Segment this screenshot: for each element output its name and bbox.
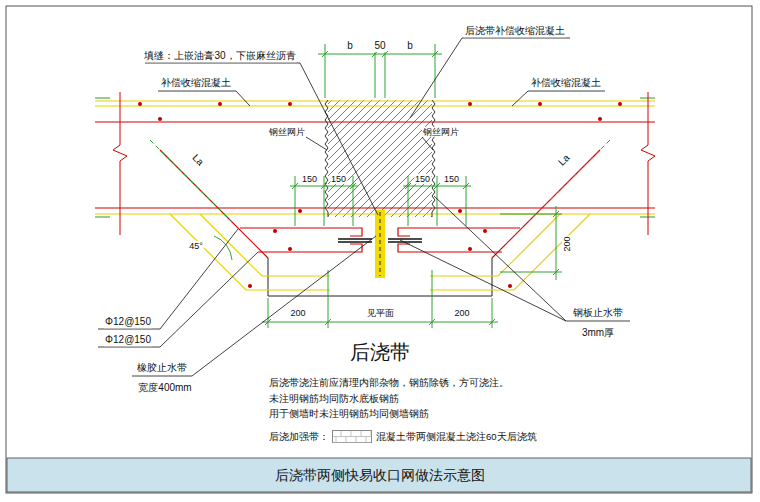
legend-text: 混凝土带两侧混凝土浇注60天后浇筑 bbox=[376, 431, 537, 442]
callout-label: 钢板止水带 bbox=[572, 307, 624, 319]
note-text: 后浇带浇注前应清理内部杂物，钢筋除锈，方可浇注。 bbox=[268, 378, 510, 389]
rebar-label: Φ12@150 bbox=[104, 316, 152, 328]
leader-lines bbox=[98, 38, 630, 376]
dimension-text: 200 bbox=[453, 308, 470, 318]
angle-text: 45° bbox=[188, 241, 204, 251]
dimension-text: 50 bbox=[373, 40, 386, 52]
callout-label: 补偿收缩混凝土 bbox=[530, 77, 602, 89]
dimension-text: b bbox=[346, 40, 354, 52]
slab-lines bbox=[95, 92, 655, 296]
dimension-text: 150 bbox=[330, 174, 347, 184]
rubber-waterstop bbox=[375, 210, 385, 278]
callout-label: 后浇带补偿收缩混凝土 bbox=[464, 25, 566, 37]
steel-plate-waterstop bbox=[338, 239, 422, 242]
note-text: 用于侧墙时未注明钢筋均同侧墙钢筋 bbox=[268, 409, 430, 420]
frame bbox=[6, 6, 752, 493]
dimension-text: 150 bbox=[443, 174, 460, 184]
figure-caption: 后浇带两侧快易收口网做法示意图 bbox=[275, 467, 485, 483]
dimension-text: b bbox=[406, 40, 414, 52]
drawing-title: 后浇带 bbox=[350, 341, 410, 364]
strip-hatch bbox=[328, 100, 432, 217]
dimension-text: 150 bbox=[301, 174, 318, 184]
callout-label: 橡胶止水带 bbox=[136, 362, 188, 374]
callout-label: 钢丝网片 bbox=[268, 127, 306, 137]
dimension-text: 200 bbox=[562, 235, 572, 252]
rebar-dots bbox=[138, 102, 622, 288]
joint-line bbox=[380, 212, 381, 276]
rebar-label: Φ12@150 bbox=[104, 334, 152, 346]
dimension-lines bbox=[150, 44, 610, 328]
callout-label: 宽度400mm bbox=[137, 382, 192, 394]
legend-swatch bbox=[332, 430, 372, 443]
callout-label: 填缝：上嵌油膏30，下嵌麻丝沥青 bbox=[143, 50, 296, 62]
dimension-text: 200 bbox=[289, 308, 306, 318]
callout-label: 3mm厚 bbox=[581, 327, 615, 339]
note-text: 未注明钢筋均同防水底板钢筋 bbox=[268, 394, 400, 405]
note-text: 后浇加强带： bbox=[268, 432, 330, 443]
callout-label: 钢丝网片 bbox=[422, 127, 460, 137]
dimension-text: 见平面 bbox=[366, 308, 395, 318]
caption-band bbox=[7, 458, 751, 492]
callout-label: 补偿收缩混凝土 bbox=[160, 77, 232, 89]
steel-mesh-edge bbox=[432, 100, 435, 217]
dimension-text: 150 bbox=[414, 174, 431, 184]
